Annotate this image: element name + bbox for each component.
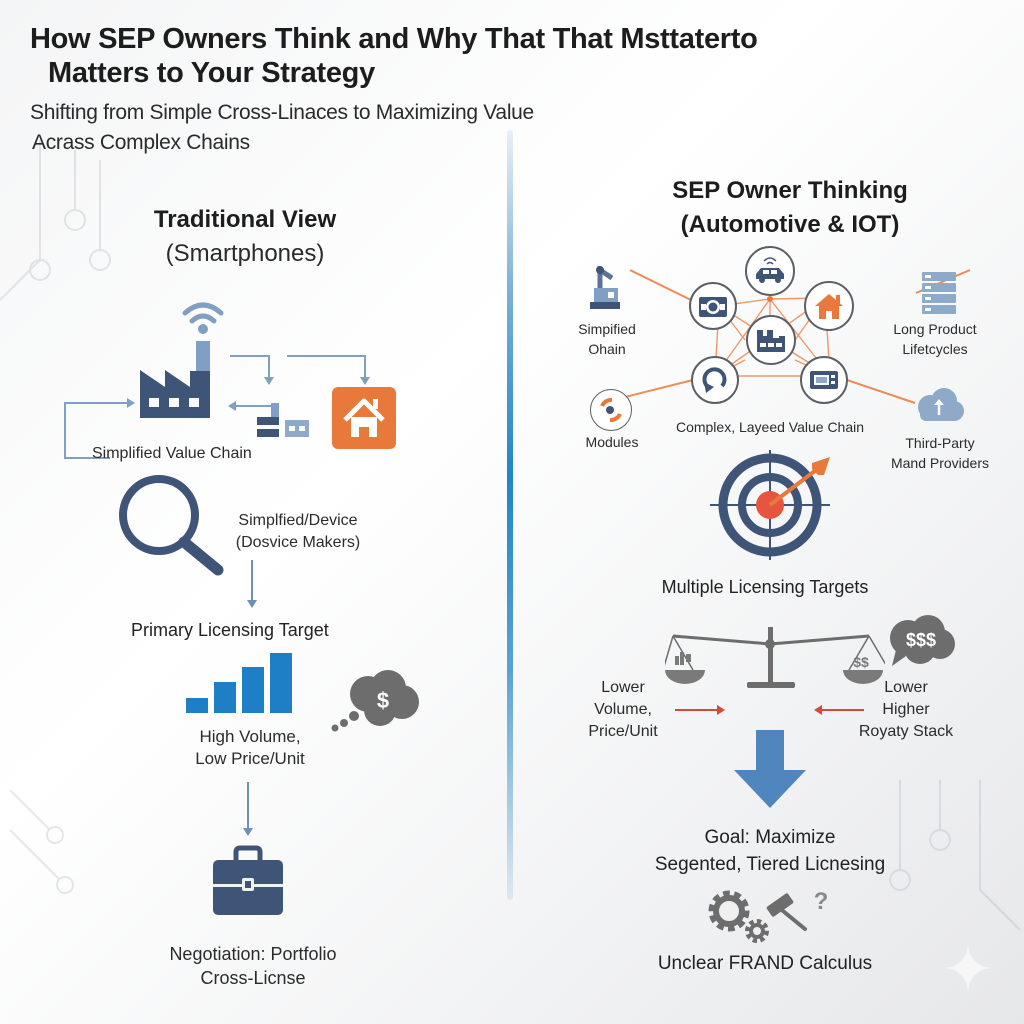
right-heading-block: SEP Owner Thinking (Automotive & IOT) xyxy=(620,174,960,242)
higher-royalty-stack-label: Lower Higher Royaty Stack xyxy=(858,679,954,740)
svg-text:$$$: $$$ xyxy=(906,630,936,650)
money-thought-bubble-icon: $$$ xyxy=(890,615,955,666)
node-smart-home xyxy=(804,281,854,331)
simplified-chain-label: Simpified Ohain xyxy=(578,321,636,357)
long-product-lifecycles-label: Long Product Lifetcycles xyxy=(893,321,977,357)
down-arrow-1 xyxy=(247,560,257,608)
gears-icon xyxy=(708,890,769,943)
node-camera xyxy=(689,282,737,330)
node-modules xyxy=(590,389,632,431)
third-party-providers-label: Third-Party Mand Providers xyxy=(890,435,990,471)
right-arrow xyxy=(675,705,725,715)
node-device xyxy=(800,356,848,404)
lower-volume-label: Lower Volume, Price/Unit xyxy=(588,679,658,740)
circuit-decoration-left xyxy=(0,140,111,301)
thought-bubble-icon: $ xyxy=(331,670,419,732)
simplified-value-chain-label: Simplified Value Chain xyxy=(92,445,252,462)
title-line-2: Matters to Your Strategy xyxy=(48,57,375,89)
node-connected-car xyxy=(745,246,795,296)
car-icon xyxy=(756,257,784,283)
circuit-decoration-right xyxy=(889,780,1020,931)
refresh-icon xyxy=(702,367,727,393)
title-line-1: How SEP Owners Think and Why That That M… xyxy=(30,23,758,55)
right-heading-line-2: (Automotive & IOT) xyxy=(680,211,900,238)
svg-text:$: $ xyxy=(377,688,389,713)
left-heading-block: Traditional View (Smartphones) xyxy=(100,206,390,268)
left-arrow xyxy=(814,705,864,715)
gavel-icon xyxy=(766,893,807,931)
node-refresh xyxy=(691,356,739,404)
home-icon xyxy=(332,387,396,449)
column-divider xyxy=(507,130,513,900)
down-arrow-2 xyxy=(243,782,253,836)
component-icon xyxy=(257,403,309,437)
factory-icon xyxy=(757,330,785,352)
subtitle-line-2: Acrass Complex Chains xyxy=(32,131,250,154)
target-icon xyxy=(710,450,830,560)
page-subtitle: Shifting from Simple Cross-Linaces to Ma… xyxy=(30,98,730,158)
svg-text:?: ? xyxy=(814,888,829,915)
multiple-licensing-targets-label: Multiple Licensing Targets xyxy=(661,577,869,597)
robot-arm-icon xyxy=(590,265,620,309)
big-down-arrow-icon xyxy=(734,730,806,808)
svg-text:$$: $$ xyxy=(853,654,869,670)
device-makers-label: Simplfied/Device (Dosvice Makers) xyxy=(235,512,361,551)
home-icon xyxy=(815,294,843,319)
sparkle-icon xyxy=(944,944,992,992)
negotiation-label: Negotiation: Portfolio Cross-Licnse xyxy=(169,944,337,988)
subtitle-line-1: Shifting from Simple Cross-Linaces to Ma… xyxy=(30,101,534,124)
server-icon xyxy=(922,272,956,314)
factory-icon xyxy=(140,341,210,418)
unclear-frand-label: Unclear FRAND Calculus xyxy=(657,953,873,974)
primary-licensing-target-label: Primary Licensing Target xyxy=(131,620,329,640)
scale-icon: $$ xyxy=(665,627,885,688)
page-title: How SEP Owners Think and Why That That M… xyxy=(30,22,930,90)
circuit-decoration-bottom-left xyxy=(10,790,74,894)
frand-icons: ? xyxy=(708,888,829,943)
left-heading: Traditional View xyxy=(153,206,337,233)
high-volume-label: High Volume, Low Price/Unit xyxy=(195,727,305,768)
value-chain-diagram xyxy=(64,302,396,459)
device-icon xyxy=(810,371,838,389)
wifi-icon xyxy=(182,302,224,324)
briefcase-icon xyxy=(213,845,283,915)
cloud-upload-icon xyxy=(918,388,964,421)
modules-label: Modules xyxy=(585,434,639,450)
goal-label: Goal: Maximize Segented, Tiered Licnesin… xyxy=(654,827,886,875)
camera-icon xyxy=(699,297,727,317)
node-factory xyxy=(746,315,796,365)
module-icon xyxy=(600,398,622,422)
left-subheading: (Smartphones) xyxy=(165,240,325,267)
bar-chart-icon xyxy=(186,653,292,713)
magnifier-icon xyxy=(119,475,224,576)
complex-value-chain-label: Complex, Layeed Value Chain xyxy=(675,419,865,435)
right-heading-line-1: SEP Owner Thinking xyxy=(672,177,908,204)
